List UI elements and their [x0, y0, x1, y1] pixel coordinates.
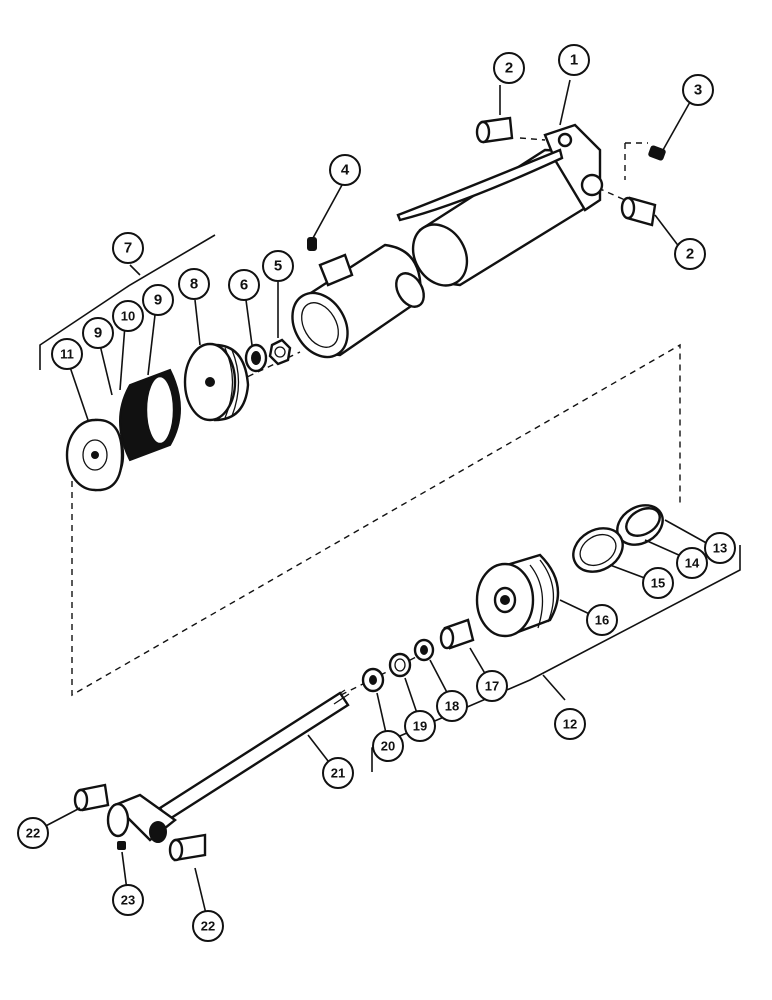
callout-16: 16: [586, 604, 618, 636]
callout-6: 6: [228, 269, 260, 301]
svg-text:23: 23: [121, 893, 135, 908]
callout-8: 8: [178, 268, 210, 300]
gland: [475, 553, 560, 638]
callout-21: 21: [322, 757, 354, 789]
svg-text:6: 6: [240, 277, 248, 294]
cylinder-barrel: [396, 123, 604, 287]
lock-nut: [268, 338, 292, 366]
svg-text:22: 22: [26, 826, 40, 841]
svg-text:15: 15: [651, 576, 665, 591]
callout-9-left: 9: [82, 317, 114, 349]
svg-text:19: 19: [413, 719, 427, 734]
grease-fitting: [648, 145, 666, 161]
svg-text:12: 12: [563, 717, 577, 732]
callout-1: 1: [558, 44, 590, 76]
svg-text:1: 1: [570, 52, 578, 69]
bushing-upper-a: [475, 116, 514, 144]
svg-text:16: 16: [595, 613, 609, 628]
washer: [244, 343, 268, 373]
svg-text:21: 21: [331, 766, 345, 781]
callout-11: 11: [51, 338, 83, 370]
svg-text:14: 14: [685, 556, 700, 571]
rod-end-eye: [106, 793, 177, 843]
svg-text:2: 2: [686, 246, 694, 263]
backup-ring: [616, 504, 664, 546]
callout-12: 12: [554, 708, 586, 740]
callout-17: 17: [476, 670, 508, 702]
callout-2-top: 2: [493, 52, 525, 84]
callout-9-right: 9: [142, 284, 174, 316]
callout-13: 13: [704, 532, 736, 564]
callout-18: 18: [436, 690, 468, 722]
small-fitting: [307, 237, 317, 251]
callout-15: 15: [642, 567, 674, 599]
callout-19: 19: [404, 710, 436, 742]
bracket-12: [371, 545, 741, 772]
svg-text:9: 9: [94, 325, 102, 342]
svg-text:2: 2: [505, 60, 513, 77]
svg-text:18: 18: [445, 699, 459, 714]
svg-text:13: 13: [713, 541, 727, 556]
callout-2-right: 2: [674, 238, 706, 270]
piston: [183, 342, 250, 422]
svg-text:10: 10: [121, 309, 135, 324]
callout-3: 3: [682, 74, 714, 106]
o-ring: [572, 527, 624, 573]
bushing-lower-a: [73, 783, 110, 812]
seal-18: [413, 638, 435, 662]
callout-23: 23: [112, 884, 144, 916]
bushing-lower-b: [168, 833, 207, 862]
bushing-upper-b: [620, 196, 657, 227]
piston-seal: [119, 368, 181, 462]
bracket-7: [39, 234, 216, 370]
svg-text:22: 22: [201, 919, 215, 934]
callout-22-right: 22: [192, 910, 224, 942]
svg-text:20: 20: [381, 739, 395, 754]
seal-20: [361, 667, 385, 693]
callout-7: 7: [112, 232, 144, 264]
cylinder-head: [291, 243, 425, 359]
svg-text:3: 3: [694, 82, 702, 99]
svg-text:7: 7: [124, 240, 132, 257]
seal-19: [388, 652, 412, 678]
callout-10: 10: [112, 300, 144, 332]
piston-end-cap: [65, 418, 125, 492]
callout-14: 14: [676, 547, 708, 579]
svg-text:8: 8: [190, 276, 198, 293]
svg-text:9: 9: [154, 292, 162, 309]
gland-bushing: [439, 618, 475, 650]
callout-20: 20: [372, 730, 404, 762]
svg-text:4: 4: [341, 162, 350, 179]
callout-4: 4: [329, 154, 361, 186]
rod-grease-fitting: [117, 841, 126, 850]
svg-text:5: 5: [274, 258, 282, 275]
callout-22-left: 22: [17, 817, 49, 849]
piston-rod: [158, 689, 350, 822]
svg-text:17: 17: [485, 679, 499, 694]
svg-text:11: 11: [60, 347, 74, 362]
callout-5: 5: [262, 250, 294, 282]
